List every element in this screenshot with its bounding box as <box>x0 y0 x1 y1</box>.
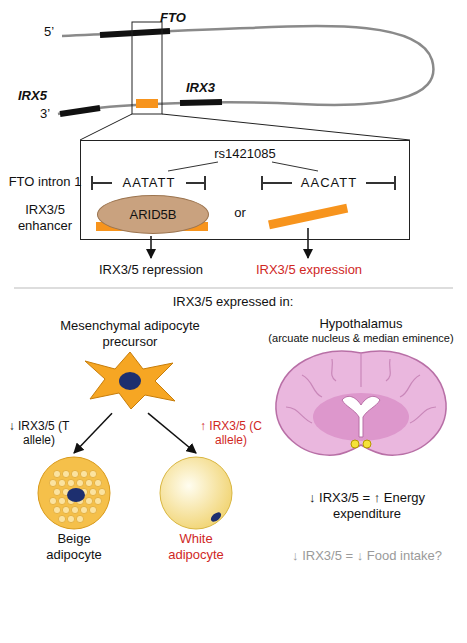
expression-arrow <box>307 228 309 258</box>
arrow-connector <box>74 413 112 453</box>
hypothalamus: Hypothalamus(arcuate nucleus & median em… <box>260 316 462 475</box>
text-label: FTO <box>160 10 200 26</box>
text-label: IRX3/5 expression <box>242 262 376 278</box>
text-label: IRX3/5 enhancer <box>2 202 88 233</box>
text-label: or <box>228 205 252 221</box>
divider <box>14 288 453 289</box>
node-text: ARID5B <box>130 207 177 223</box>
irx5-gene <box>60 108 100 114</box>
text-label: AACATT <box>292 175 366 191</box>
node-text: Hypothalamus <box>260 316 462 332</box>
text-label: 3’ <box>40 106 60 122</box>
dna-c-allele <box>262 176 395 190</box>
beige-adipocyte: Beige adipocyte <box>36 455 112 562</box>
node-text: rs1421085 <box>214 146 275 162</box>
snp-leader <box>168 162 318 171</box>
text-label: IRX3 <box>186 80 226 96</box>
text-label: ↓ IRX3/5 = ↑ Energy expenditure <box>278 490 456 521</box>
fto-gene <box>100 31 170 35</box>
white-adipocyte: White adipocyte <box>158 455 234 562</box>
cell-illustration <box>262 345 460 475</box>
cell-illustration <box>158 455 234 531</box>
node-text: White adipocyte <box>158 531 234 562</box>
dna-t-allele <box>92 176 205 190</box>
text-label: IRX3/5 repression <box>84 262 218 278</box>
text-label: AATATT <box>112 175 186 191</box>
precursor-cell: Mesenchymal adipocyte precursor <box>45 318 215 411</box>
cell-illustration <box>45 349 215 411</box>
enhancer-block <box>136 99 158 108</box>
irx3-gene <box>180 102 222 103</box>
edge-label: ↓ IRX3/5 (T allele) <box>8 419 70 448</box>
text-label: FTO intron 1 <box>2 174 88 190</box>
node-text: Mesenchymal adipocyte precursor <box>45 318 215 349</box>
text-label: ↓ IRX3/5 = ↓ Food intake? <box>278 548 456 564</box>
enhancer-bar-open <box>268 204 348 229</box>
chromosome-loop <box>58 26 433 114</box>
edge-label: ↑ IRX3/5 (C allele) <box>200 419 262 448</box>
text-label: 5’ <box>44 24 64 40</box>
cell-illustration <box>36 455 112 531</box>
node-text: (arcuate nucleus & median eminence) <box>260 332 462 345</box>
text-label: IRX3/5 expressed in: <box>123 294 343 310</box>
protein-blob: ARID5B <box>97 195 209 234</box>
zoom-lines <box>80 114 410 140</box>
zoom-frame <box>132 22 162 114</box>
node-text: Beige adipocyte <box>36 531 112 562</box>
arrow-connector <box>148 413 196 453</box>
text-label: IRX5 <box>18 88 58 104</box>
